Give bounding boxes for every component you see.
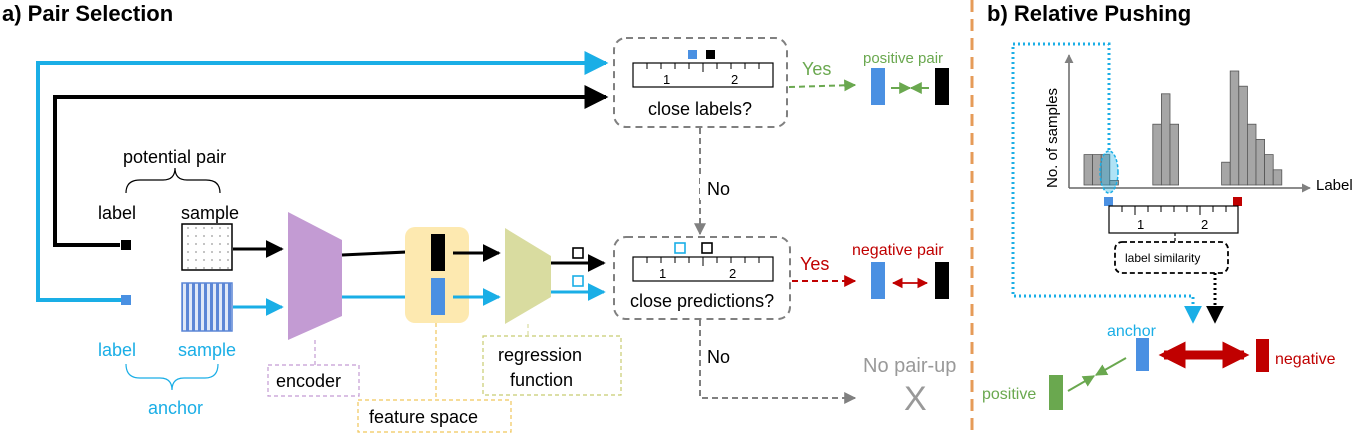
positive-label-b: positive bbox=[982, 386, 1036, 403]
feature-bar-blue bbox=[431, 278, 445, 315]
histogram-x-label: Label bbox=[1316, 177, 1353, 194]
close-labels-box bbox=[613, 37, 788, 128]
histogram-bar bbox=[1264, 154, 1274, 186]
label-square-blue bbox=[121, 295, 131, 305]
yes-bottom-label: Yes bbox=[800, 254, 829, 274]
negative-bar-b bbox=[1256, 339, 1269, 372]
sample-text: sample bbox=[181, 203, 239, 223]
label-similarity-box bbox=[1114, 241, 1229, 274]
histogram-bar bbox=[1161, 93, 1171, 186]
close-labels-question: close labels? bbox=[648, 99, 752, 119]
panel-b-ruler-tick-1: 1 bbox=[1137, 217, 1144, 232]
encoder-shape bbox=[288, 212, 342, 340]
histogram-bar bbox=[1247, 123, 1257, 186]
anchor-brace bbox=[125, 363, 219, 391]
no-pair-up-label: No pair-up bbox=[863, 355, 956, 377]
close-predictions-ruler-tick-1: 1 bbox=[659, 266, 666, 281]
feature-bar-black bbox=[431, 234, 445, 271]
label-square-black bbox=[121, 240, 131, 250]
no-top-label-bg bbox=[700, 176, 732, 200]
regression-label-line1: regression bbox=[498, 345, 582, 365]
no-top-label: No bbox=[707, 179, 730, 199]
potential-pair-brace bbox=[125, 167, 221, 194]
anchor-label-b: anchor bbox=[1107, 323, 1157, 340]
histogram-bar bbox=[1229, 70, 1240, 186]
prediction-square-blue bbox=[572, 275, 584, 287]
positive-bar-b bbox=[1049, 375, 1063, 410]
anchor-highlight-ellipse bbox=[1099, 150, 1119, 194]
histogram-bar bbox=[1083, 154, 1094, 186]
encoder-label-box bbox=[267, 364, 360, 397]
negative-pair-label: negative pair bbox=[852, 242, 944, 259]
negative-pair-bar-blue bbox=[871, 262, 885, 299]
anchor-text: anchor bbox=[148, 398, 203, 418]
close-predictions-box bbox=[613, 236, 791, 320]
encoder-label: encoder bbox=[276, 371, 341, 391]
histogram-bar bbox=[1169, 123, 1180, 186]
regression-shape bbox=[505, 228, 551, 324]
negative-pair-bar-black bbox=[935, 262, 949, 299]
label-text: label bbox=[98, 203, 136, 223]
histogram-bar bbox=[1152, 123, 1162, 186]
panel-b-marker-blue bbox=[1104, 197, 1113, 206]
regression-label-line2: function bbox=[510, 370, 573, 390]
anchor-bar-b bbox=[1136, 338, 1149, 371]
feature-space-box bbox=[405, 227, 469, 323]
yes-to-positive-arrow bbox=[788, 79, 857, 92]
label-path-to-close-labels bbox=[53, 85, 609, 247]
no-bottom-arrow bbox=[699, 320, 857, 404]
histogram-bar bbox=[1109, 179, 1119, 186]
feature-space-label-box bbox=[357, 399, 512, 433]
prediction-square-black bbox=[572, 247, 584, 259]
histogram-bar bbox=[1272, 169, 1283, 186]
close-labels-ruler-tick-2: 2 bbox=[731, 72, 738, 87]
yes-top-label: Yes bbox=[802, 59, 831, 79]
histogram-y-label: No. of samples bbox=[1044, 88, 1061, 188]
panel-b-title: b) Relative Pushing bbox=[987, 1, 1191, 26]
positive-pair-label: positive pair bbox=[863, 50, 943, 67]
close-predictions-square-blue bbox=[674, 242, 686, 254]
regression-label-box bbox=[482, 335, 622, 396]
panel-b-marker-red bbox=[1233, 197, 1242, 206]
label-similarity-text: label similarity bbox=[1125, 251, 1200, 265]
no-pair-up-x: X bbox=[904, 380, 927, 418]
close-predictions-ruler-tick-2: 2 bbox=[729, 266, 736, 281]
close-labels-ruler-tick-1: 1 bbox=[663, 72, 670, 87]
close-labels-square-black bbox=[706, 50, 715, 59]
histogram-bar bbox=[1100, 154, 1111, 186]
panel-b-ruler-tick-2: 2 bbox=[1201, 217, 1208, 232]
close-predictions-ruler-ticks bbox=[646, 257, 760, 266]
histogram-bar bbox=[1255, 138, 1266, 186]
close-labels-square-blue bbox=[688, 50, 697, 59]
histogram-bar bbox=[1221, 161, 1231, 186]
anchor-label-text: label bbox=[98, 340, 136, 360]
histogram-bars bbox=[1083, 70, 1283, 186]
positive-pair-bar-black bbox=[935, 68, 949, 105]
feature-space-label: feature space bbox=[369, 407, 478, 427]
potential-pair-label: potential pair bbox=[123, 147, 226, 167]
negative-label-b: negative bbox=[1275, 351, 1336, 368]
positive-pull-arrow-down bbox=[1094, 357, 1127, 376]
histogram-bar bbox=[1238, 85, 1248, 186]
anchor-sample-text: sample bbox=[178, 340, 236, 360]
sample-image-blue bbox=[181, 282, 233, 332]
close-predictions-square-black bbox=[701, 242, 713, 254]
anchor-label-path-to-close-labels bbox=[36, 51, 609, 302]
no-bottom-label: No bbox=[707, 347, 730, 367]
sample-image-black bbox=[181, 223, 233, 271]
panel-b-ruler-ticks bbox=[1121, 206, 1227, 215]
panel-a-title: a) Pair Selection bbox=[2, 1, 173, 26]
close-labels-ruler-ticks bbox=[646, 63, 760, 72]
positive-pull-arrow-up bbox=[1067, 375, 1096, 392]
close-predictions-question: close predictions? bbox=[630, 291, 774, 311]
positive-pair-bar-blue bbox=[871, 68, 885, 105]
